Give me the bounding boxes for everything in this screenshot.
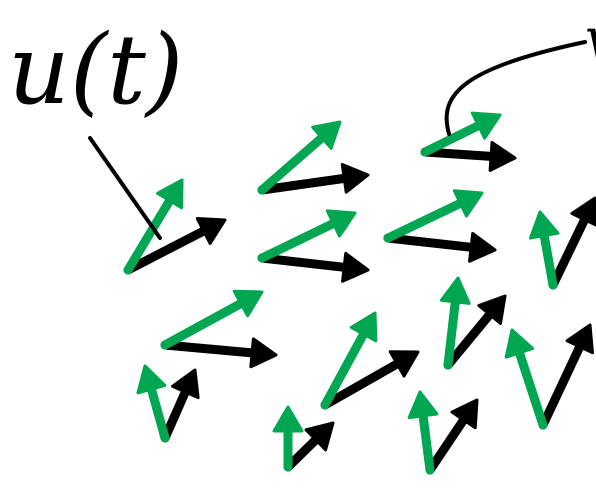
green-arrow-3 <box>420 111 502 157</box>
black-arrow-9-head <box>477 294 507 325</box>
black-arrow-10-head <box>565 323 594 355</box>
black-arrow-4-head <box>341 251 370 283</box>
black-arrow-11 <box>160 368 200 443</box>
black-arrow-6-head <box>570 196 596 227</box>
black-arrow-3-shaft <box>420 147 496 161</box>
green-arrow-5 <box>383 189 484 243</box>
green-arrow-13-shaft <box>418 411 435 475</box>
green-arrow-12 <box>272 405 304 472</box>
green-arrow-4-head <box>325 209 357 238</box>
black-arrow-12 <box>283 421 335 472</box>
black-arrow-12-shaft <box>283 435 321 472</box>
black-arrow-11-head <box>171 368 200 400</box>
right-truncated-label: v <box>585 7 596 72</box>
black-arrow-8 <box>320 350 420 410</box>
black-arrow-6 <box>548 196 596 290</box>
green-arrow-11-head <box>136 364 167 395</box>
green-arrow-11-shaft <box>146 384 170 443</box>
black-arrow-4-shaft <box>257 253 349 272</box>
green-arrow-1-shaft <box>123 196 175 275</box>
black-arrow-12-head <box>304 421 335 452</box>
green-arrow-2-head <box>311 120 342 150</box>
green-arrow-11 <box>136 364 170 443</box>
black-arrow-3 <box>420 140 517 172</box>
black-arrow-5-shaft <box>383 233 476 252</box>
black-arrow-9 <box>443 294 507 370</box>
green-arrow-2 <box>257 120 342 195</box>
black-arrow-1-shaft <box>123 226 209 275</box>
green-arrow-4 <box>257 209 357 263</box>
black-arrow-10 <box>538 323 594 430</box>
green-arrow-4-shaft <box>257 218 338 263</box>
green-arrow-6-head <box>528 210 560 240</box>
black-arrow-1 <box>123 217 227 275</box>
green-arrow-8 <box>320 311 378 410</box>
black-arrow-13 <box>425 398 479 475</box>
green-arrow-1 <box>123 178 184 275</box>
black-arrow-3-head <box>488 140 517 172</box>
green-arrow-3-shaft <box>420 121 483 157</box>
arrow-field <box>123 111 596 475</box>
black-arrow-7 <box>160 337 278 369</box>
green-arrow-13 <box>407 390 439 475</box>
green-arrow-10-shaft <box>514 348 548 430</box>
black-arrow-2-head <box>340 163 370 194</box>
green-arrow-3-head <box>470 111 502 140</box>
green-arrow-6-shaft <box>539 231 558 290</box>
right-curved-leader <box>444 40 587 136</box>
green-arrow-9-head <box>439 276 471 305</box>
black-arrow-2 <box>257 163 370 195</box>
green-arrow-2-shaft <box>257 133 327 195</box>
green-arrow-1-head <box>156 178 184 210</box>
green-arrow-8-shaft <box>320 329 369 410</box>
black-arrow-2-shaft <box>257 173 349 195</box>
green-arrow-7-head <box>232 289 264 318</box>
green-arrow-9-shaft <box>443 297 460 370</box>
black-arrow-5 <box>383 231 497 263</box>
black-arrow-13-head <box>450 398 479 430</box>
green-arrow-6 <box>528 210 560 290</box>
u-t-leader-line <box>88 136 162 240</box>
black-arrow-8-head <box>388 350 420 378</box>
green-arrow-12-head <box>272 405 304 433</box>
u-t-label: u(t) <box>8 14 183 126</box>
green-arrow-5-head <box>452 189 484 218</box>
green-arrow-9 <box>439 276 471 370</box>
green-arrow-10 <box>504 328 548 430</box>
black-arrow-8-shaft <box>320 359 402 410</box>
black-arrow-13-shaft <box>425 415 469 475</box>
black-arrow-4 <box>257 251 370 283</box>
black-arrow-9-shaft <box>443 310 495 370</box>
black-arrow-7-shaft <box>160 340 257 358</box>
black-arrow-6-shaft <box>548 215 590 290</box>
green-arrow-8-head <box>349 311 378 343</box>
green-arrow-13-head <box>407 390 439 420</box>
black-arrow-5-head <box>468 231 497 263</box>
black-arrow-10-shaft <box>538 342 585 430</box>
green-arrow-5-shaft <box>383 198 465 243</box>
green-arrow-10-head <box>504 328 535 359</box>
green-arrow-7 <box>160 289 264 350</box>
black-arrow-7-head <box>249 337 278 369</box>
black-arrow-1-head <box>195 217 227 245</box>
green-arrow-7-shaft <box>160 299 246 350</box>
black-arrow-11-shaft <box>160 387 190 443</box>
